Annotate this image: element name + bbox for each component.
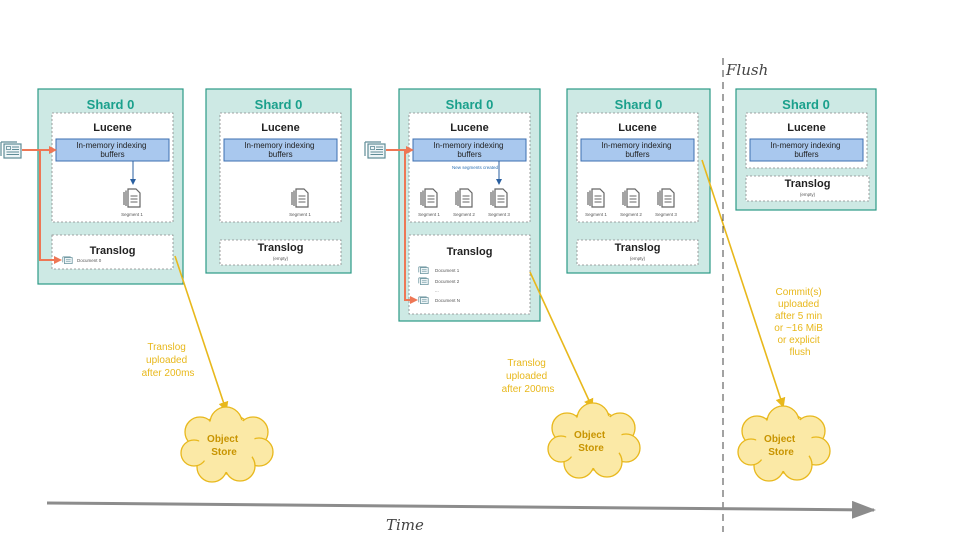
object-store-2: Object Store: [547, 402, 641, 479]
segment-icon: [420, 188, 438, 208]
translog-empty-label: (empty): [630, 256, 646, 261]
segment-label: Segment 3: [655, 212, 677, 217]
ingest-arrows-3: [364, 141, 418, 304]
upload-arrow-1: Translog uploaded after 200ms: [142, 255, 229, 412]
translog-box: [576, 239, 699, 266]
incoming-document-icon: [364, 141, 386, 159]
upload-arrow-2: Translog uploaded after 200ms: [502, 271, 594, 409]
object-store-1: Object Store: [180, 406, 274, 483]
flush-label: Flush: [725, 61, 768, 79]
translog-upload-label: Translog uploaded after 200ms: [142, 342, 195, 379]
document-label: Document N: [435, 298, 460, 303]
commit-upload-label: Commit(s) uploaded after 5 min or ~16 Mi…: [774, 287, 825, 358]
segment-icon: [291, 188, 309, 208]
cloud-icon: [547, 402, 641, 479]
buffer-label: In-memory indexing buffers: [76, 141, 148, 159]
segment-icon: [587, 188, 605, 208]
segment-label: Segment 2: [620, 212, 642, 217]
translog-label: Translog: [615, 242, 661, 254]
shard-panel-5: Shard 0 Lucene In-memory indexing buffer…: [735, 88, 877, 211]
segment-label: Segment 1: [418, 212, 440, 217]
shard-title: Shard 0: [255, 97, 303, 112]
segment-icon: [622, 188, 640, 208]
lucene-label: Lucene: [787, 122, 826, 134]
lucene-label: Lucene: [450, 122, 489, 134]
segment-label: Segment 2: [453, 212, 475, 217]
ingest-arrows-1: [0, 141, 62, 264]
translog-empty-label: (empty): [273, 256, 289, 261]
document-label: Document 0: [77, 258, 102, 263]
buffer-box: [223, 138, 338, 162]
upload-arrow-3: Commit(s) uploaded after 5 min or ~16 Mi…: [701, 159, 825, 408]
time-arrow: [46, 500, 876, 519]
shard-title: Shard 0: [615, 97, 663, 112]
translog-label: Translog: [447, 246, 493, 258]
document-label: Document 2: [435, 279, 460, 284]
shard-panel-3: Shard 0 Lucene In-memory indexing buffer…: [398, 88, 541, 322]
document-icon: [418, 277, 429, 285]
buffer-box: [580, 138, 695, 162]
new-segments-label: New segments created: [452, 165, 499, 170]
translog-upload-label: Translog uploaded after 200ms: [502, 358, 555, 395]
segment-icon: [490, 188, 508, 208]
translog-label: Translog: [785, 178, 831, 190]
translog-box: [408, 234, 531, 315]
segment-label: Segment 3: [488, 212, 510, 217]
shard-panel-1: Shard 0 Lucene In-memory indexing buffer…: [37, 88, 184, 285]
translog-label: Translog: [90, 245, 136, 257]
segment-label: Segment 1: [289, 212, 311, 217]
translog-box: [745, 175, 870, 202]
translog-label: Translog: [258, 242, 304, 254]
lucene-box: [219, 112, 342, 223]
shard-title: Shard 0: [87, 97, 135, 112]
object-store-label: Object Store: [574, 430, 608, 454]
incoming-document-icon: [0, 141, 22, 159]
object-store-label: Object Store: [207, 434, 241, 458]
segment-label: Segment 1: [585, 212, 607, 217]
time-label: Time: [386, 516, 424, 534]
cloud-icon: [737, 405, 831, 482]
shard-title: Shard 0: [446, 97, 494, 112]
buffer-label: In-memory indexing buffers: [770, 141, 842, 159]
translog-box: [219, 239, 342, 266]
object-store-3: Object Store: [737, 405, 831, 482]
document-label: Document 1: [435, 268, 460, 273]
document-icon: [418, 296, 429, 304]
lucene-box: [51, 112, 174, 223]
segment-label: Segment 1: [121, 212, 143, 217]
lucene-label: Lucene: [93, 122, 132, 134]
shard-panel-4: Shard 0 Lucene In-memory indexing buffer…: [566, 88, 711, 274]
document-icon: [62, 256, 73, 264]
lucene-label: Lucene: [261, 122, 300, 134]
object-store-label: Object Store: [764, 434, 798, 458]
segment-icon: [123, 188, 141, 208]
document-icon: [418, 266, 429, 274]
lucene-label: Lucene: [618, 122, 657, 134]
document-ellipsis: ...: [435, 288, 439, 293]
translog-empty-label: (empty): [800, 192, 816, 197]
shard-panel-2: Shard 0 Lucene In-memory indexing buffer…: [205, 88, 352, 274]
buffer-label: In-memory indexing buffers: [601, 141, 673, 159]
segment-icon: [455, 188, 473, 208]
buffer-box: [749, 138, 864, 162]
buffer-label: In-memory indexing buffers: [433, 141, 505, 159]
cloud-icon: [180, 406, 274, 483]
buffer-label: In-memory indexing buffers: [244, 141, 316, 159]
segment-icon: [657, 188, 675, 208]
shard-title: Shard 0: [782, 97, 830, 112]
